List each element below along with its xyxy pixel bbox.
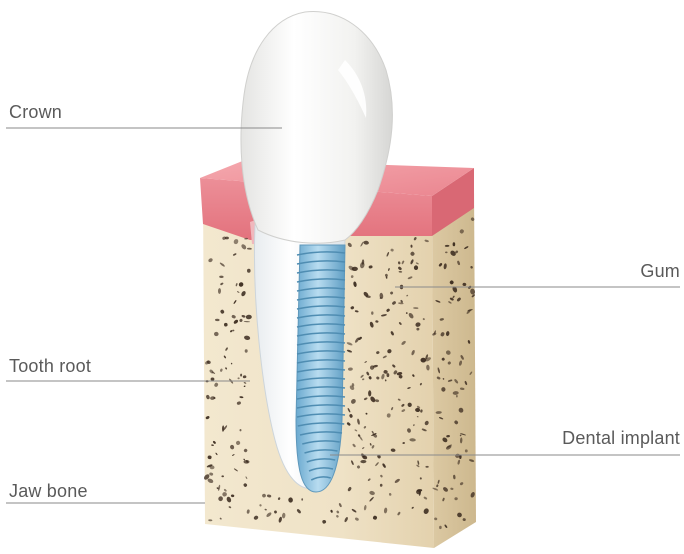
bone-pore [371, 311, 373, 314]
jaw-bone-label: Jaw bone [9, 481, 88, 501]
bone-pore [247, 269, 251, 273]
gum-label: Gum [640, 261, 680, 281]
bone-pore [368, 390, 371, 396]
tooth-crown [241, 12, 392, 244]
bone-pore [414, 265, 418, 270]
bone-pore [245, 349, 248, 352]
crown-label: Crown [9, 102, 62, 122]
dental-implant-label: Dental implant [562, 428, 680, 448]
tooth-root-label: Tooth root [9, 356, 91, 376]
bone-side-face [432, 186, 476, 548]
